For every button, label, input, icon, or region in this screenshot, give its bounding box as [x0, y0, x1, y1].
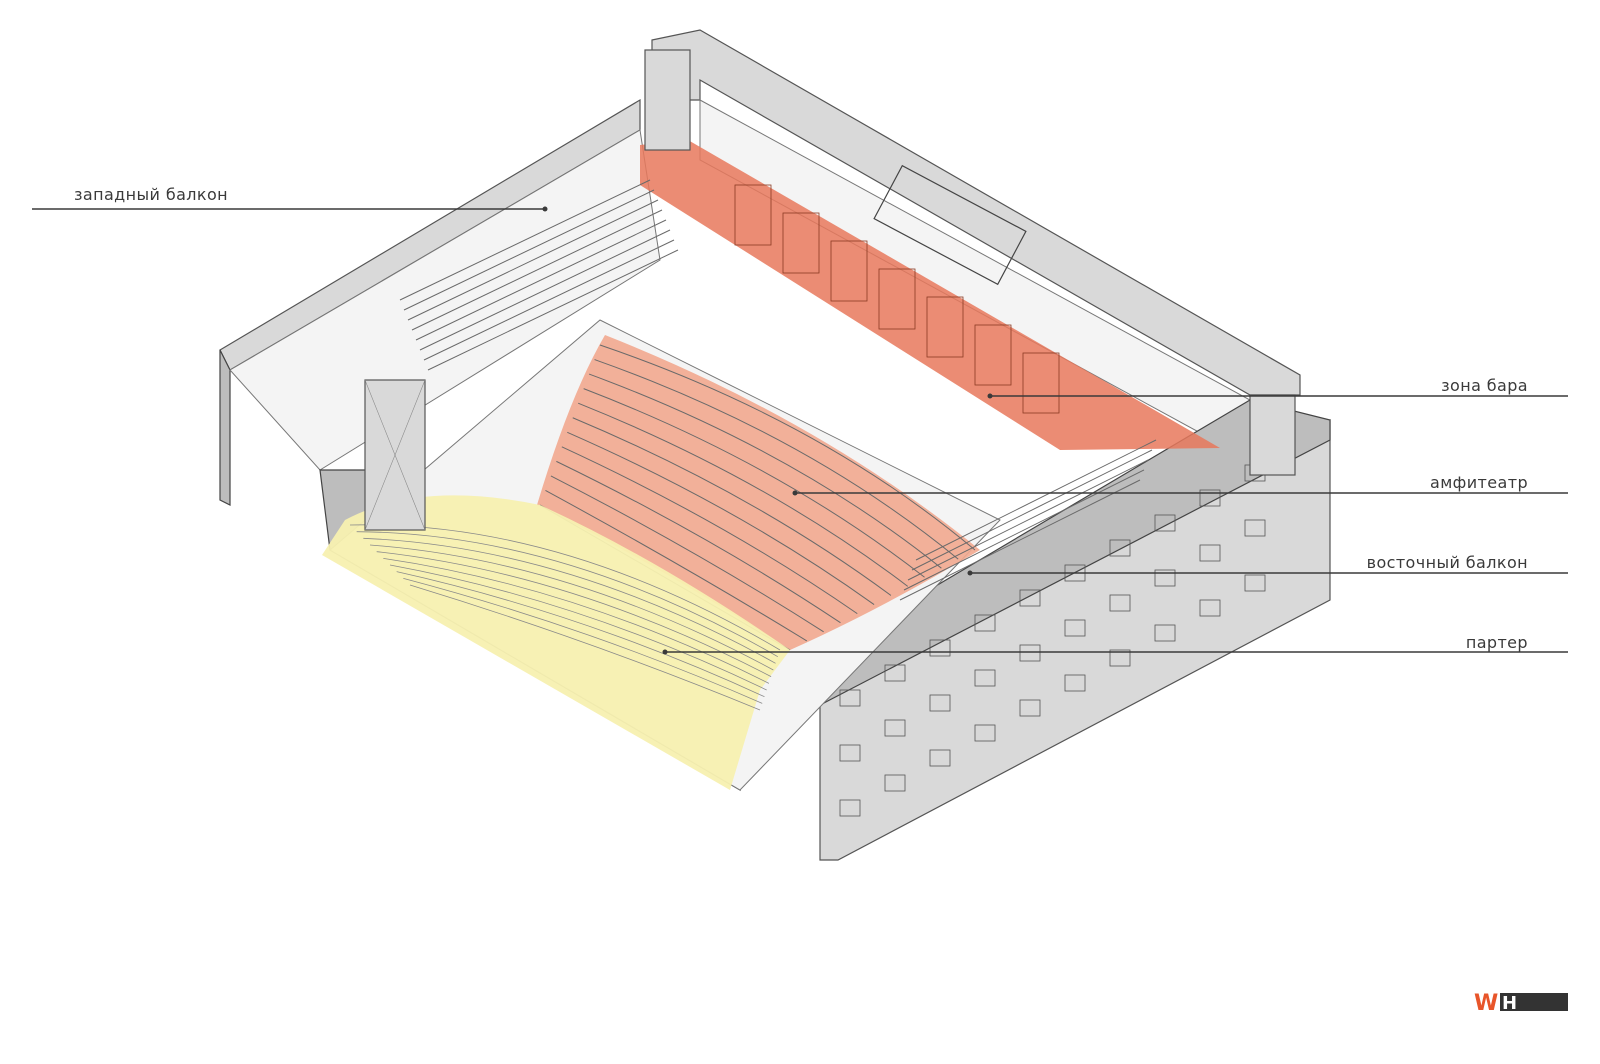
facade-window — [1154, 624, 1176, 642]
logo-text-h: H — [1502, 993, 1517, 1014]
facade-window — [839, 689, 861, 707]
east-balcony-row — [907, 459, 1149, 581]
east-facade-windows — [839, 464, 1266, 817]
label-west-balcony: западный балкон — [74, 185, 228, 204]
facade-window — [1109, 539, 1131, 557]
west-balcony-seating — [399, 179, 679, 371]
east-balcony-row — [903, 469, 1145, 591]
amphitheatre-row — [545, 490, 808, 642]
amphitheatre-row — [556, 460, 841, 624]
east-balcony-seating — [899, 439, 1157, 601]
bar-bay — [878, 268, 916, 330]
logo-bar — [1500, 993, 1568, 1011]
west-balcony-row — [407, 199, 659, 321]
facade-window — [929, 639, 951, 657]
facade-window — [1019, 699, 1041, 717]
west-balcony-row — [419, 229, 671, 351]
facade-window — [1019, 644, 1041, 662]
wh-logo: W H — [1474, 991, 1568, 1016]
amphitheatre-row — [567, 431, 875, 605]
amphitheatre-area — [537, 335, 980, 651]
bar-bay — [974, 324, 1012, 386]
west-balcony-row — [399, 179, 651, 301]
facade-window — [884, 719, 906, 737]
bar-bay — [830, 240, 868, 302]
bar-bay — [734, 184, 772, 246]
east-balcony-row — [899, 479, 1141, 601]
facade-window — [1109, 594, 1131, 612]
facade-window — [1064, 674, 1086, 692]
west-balcony-row — [403, 189, 655, 311]
bar-bay — [1022, 352, 1060, 414]
amphitheatre-row — [572, 417, 892, 596]
parterre-row — [409, 584, 761, 711]
west-balcony-row — [423, 239, 675, 361]
parterre-row — [356, 531, 778, 658]
west-balcony-row — [415, 219, 667, 341]
facade-window — [1199, 489, 1221, 507]
facade-window — [1019, 589, 1041, 607]
parterre-row — [396, 571, 765, 698]
parterre-row — [383, 557, 770, 684]
label-east-balcony: восточный балкон — [1367, 553, 1528, 572]
west-balcony-row — [411, 209, 663, 331]
amphitheatre-row — [577, 402, 909, 587]
east-balcony-row — [915, 439, 1157, 561]
amphitheatre-row — [561, 446, 858, 615]
facade-window — [1244, 574, 1266, 592]
parterre-row — [363, 537, 776, 664]
facade-window — [929, 749, 951, 767]
west-balcony-row — [427, 249, 679, 371]
label-amphitheatre: амфитеатр — [1430, 473, 1528, 492]
amphitheatre-row — [588, 373, 942, 569]
amphitheatre-row — [583, 388, 925, 578]
amphitheatre-row — [599, 344, 976, 551]
east-balcony-row — [911, 449, 1153, 571]
facade-window — [1109, 649, 1131, 667]
facade-window — [884, 774, 906, 792]
facade-window — [929, 694, 951, 712]
facade-window — [974, 669, 996, 687]
facade-window — [1199, 599, 1221, 617]
facade-window — [1064, 619, 1086, 637]
logo-text: W — [1474, 991, 1498, 1016]
amphitheatre-row — [550, 475, 824, 633]
parterre-row — [389, 564, 767, 691]
facade-window — [839, 744, 861, 762]
facade-window — [974, 614, 996, 632]
facade-window — [1154, 514, 1176, 532]
stage-towers — [364, 49, 1296, 531]
facade-window — [1244, 519, 1266, 537]
facade-window — [974, 724, 996, 742]
bar-bay — [782, 212, 820, 274]
facade-window — [884, 664, 906, 682]
bar-bay — [926, 296, 964, 358]
facade-window — [1154, 569, 1176, 587]
facade-window — [1199, 544, 1221, 562]
parterre-row — [369, 544, 774, 671]
bar-zone-area — [640, 140, 1220, 450]
amphitheatre-row — [594, 359, 959, 560]
parterre-row — [376, 551, 772, 678]
label-bar-zone: зона бара — [1441, 376, 1528, 395]
leader-lines — [32, 206, 1568, 655]
parterre-row — [403, 577, 763, 704]
label-parterre: партер — [1466, 633, 1528, 652]
facade-window — [839, 799, 861, 817]
